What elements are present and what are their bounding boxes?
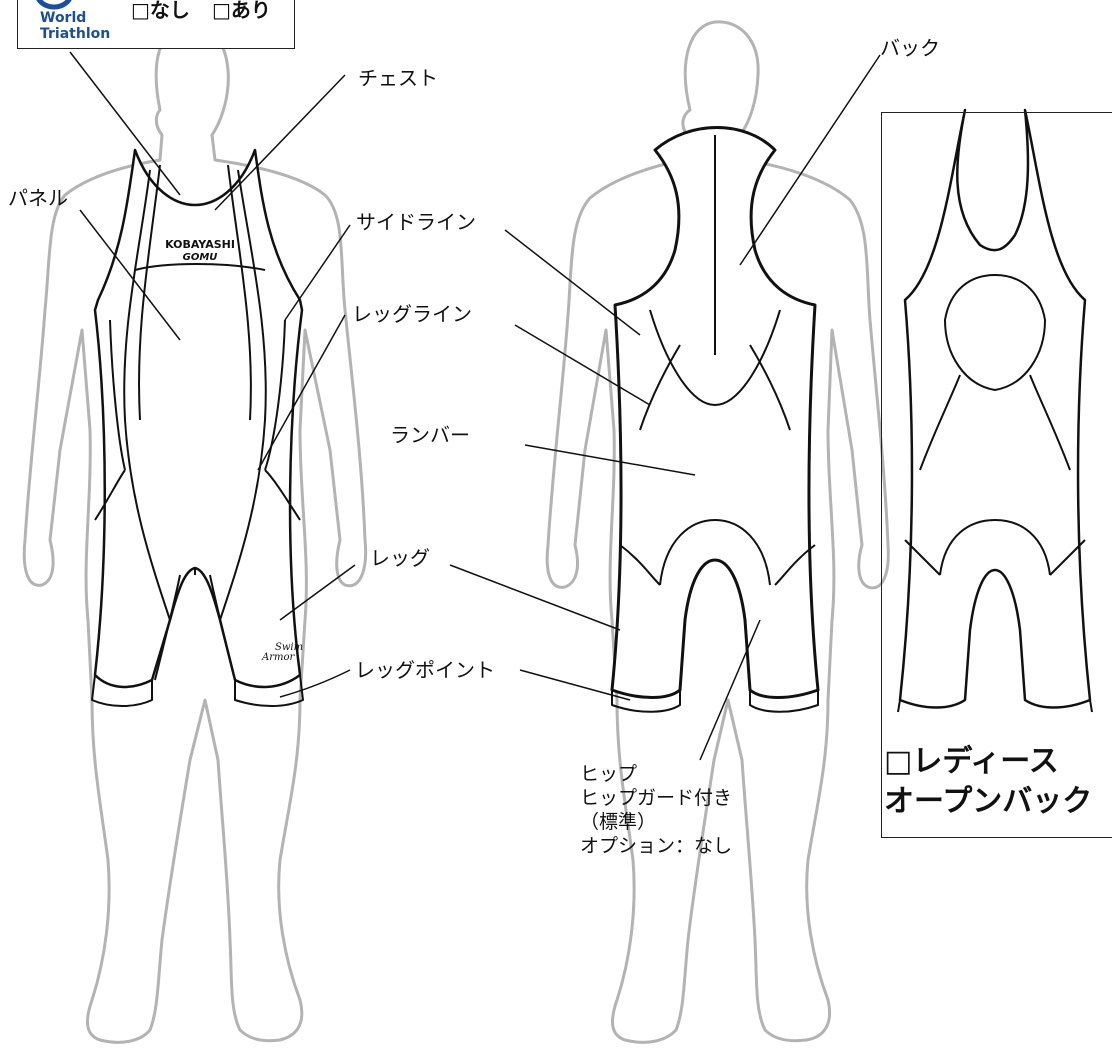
ladies-line1: □レディース xyxy=(884,744,1059,779)
leader-lumbar xyxy=(524,444,696,476)
leader-side-line-back xyxy=(504,229,641,336)
front-body-silhouette xyxy=(22,23,368,1044)
wt-swoosh-icon xyxy=(36,0,72,10)
hip-line2: ヒップガード付き xyxy=(580,787,733,809)
logo-line1: World xyxy=(40,10,87,26)
label-lumbar: ランバー xyxy=(390,423,470,447)
label-panel: パネル xyxy=(8,186,68,210)
back-body-silhouette xyxy=(545,20,890,1044)
swim-armor-line2: Armor xyxy=(261,652,296,663)
leader-back xyxy=(739,54,881,266)
world-triathlon-logo: World Triathlon xyxy=(40,10,110,42)
leader-side-line-front xyxy=(284,224,351,321)
label-hip: ヒップ ヒップガード付き （標準） オプション：なし xyxy=(580,762,732,858)
leader-badge xyxy=(69,51,181,196)
hip-line1: ヒップ xyxy=(580,763,638,785)
chest-print-line2: GOMU xyxy=(183,252,218,263)
leader-leg-point-back xyxy=(519,669,631,701)
leader-panel xyxy=(79,209,181,341)
hip-line3: （標準） xyxy=(580,811,657,833)
label-leg-line: レッグライン xyxy=(352,302,472,326)
logo-line2: Triathlon xyxy=(40,26,111,42)
label-side-line: サイドライン xyxy=(356,210,476,234)
leader-leg-line-front xyxy=(257,314,346,471)
leader-hip xyxy=(699,619,761,761)
leader-leg-back xyxy=(449,564,621,631)
option-yes-checkbox[interactable]: □あり xyxy=(212,0,271,22)
chest-print-line1: KOBAYASHI xyxy=(165,238,235,251)
front-suit xyxy=(91,148,304,707)
ladies-open-back-title[interactable]: □レディース オープンバック xyxy=(884,742,1092,822)
leader-lines xyxy=(69,51,881,761)
back-suit xyxy=(610,126,820,713)
label-leg: レッグ xyxy=(370,546,430,570)
leader-leg-line-back xyxy=(514,324,651,406)
label-back: バック xyxy=(880,36,940,60)
leader-leg-point-front xyxy=(279,669,351,698)
leader-chest xyxy=(214,74,346,211)
world-triathlon-badge: World Triathlon □なし □あり xyxy=(17,0,295,49)
swim-armor-line1: Swim xyxy=(275,642,303,653)
ladies-line2: オープンバック xyxy=(884,784,1093,819)
hip-line4: オプション：なし xyxy=(580,835,733,857)
front-chest-print: KOBAYASHI GOMU xyxy=(165,238,235,263)
ladies-open-back-suit xyxy=(897,108,1093,713)
label-chest: チェスト xyxy=(358,66,438,90)
leader-leg-front xyxy=(279,564,356,621)
ladies-open-back-box xyxy=(881,112,1112,838)
option-none-checkbox[interactable]: □なし xyxy=(131,0,190,22)
swim-armor-logo: Swim Armor xyxy=(261,642,303,663)
label-leg-point: レッグポイント xyxy=(355,658,495,682)
